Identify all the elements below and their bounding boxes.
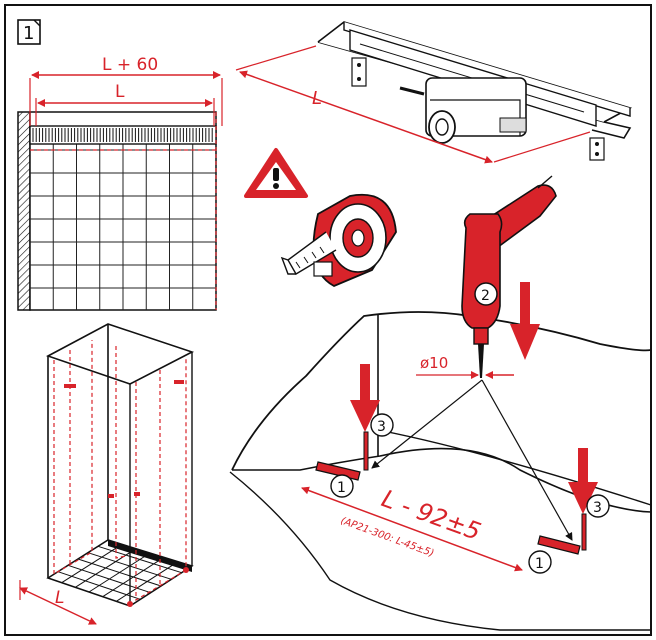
drain-channel-icon <box>317 21 633 161</box>
callout-1-right: 1 <box>528 550 552 574</box>
dimension-label-l-top: L <box>115 82 125 102</box>
svg-text:3: 3 <box>377 419 386 435</box>
svg-text:1: 1 <box>337 480 346 496</box>
press-arrow <box>510 282 540 360</box>
drill-diameter-label: ø10 <box>420 354 448 372</box>
svg-text:1: 1 <box>535 556 544 572</box>
warning-icon <box>244 148 308 198</box>
press-arrow <box>568 448 598 514</box>
diagram-frame <box>4 4 652 636</box>
tape-measure-icon <box>280 193 397 287</box>
drill-icon: 2 <box>461 175 557 378</box>
dimension-label-l-drain: L <box>312 88 322 109</box>
drill-callout-number: 2 <box>481 288 490 304</box>
wall-hatch <box>17 111 31 311</box>
wall-plug-icon <box>315 431 369 481</box>
cabin-floor-tiles <box>57 543 182 602</box>
wall-plug-icon <box>537 513 587 555</box>
floor-plan: L + 60 L <box>17 55 223 311</box>
callout-3-left: 3 <box>370 413 394 437</box>
callout-3-right: 3 <box>586 494 610 518</box>
shower-cabin-icon <box>45 323 195 607</box>
dimension-label-l-floor: L <box>55 588 64 608</box>
step-number: 1 <box>23 23 34 44</box>
drain-grate <box>32 128 213 142</box>
press-arrow <box>350 364 380 432</box>
svg-text:3: 3 <box>593 500 602 516</box>
step-number-badge: 1 <box>17 19 41 45</box>
dimension-label-l-plus-60: L + 60 <box>102 55 158 75</box>
callout-1-left: 1 <box>330 474 354 498</box>
